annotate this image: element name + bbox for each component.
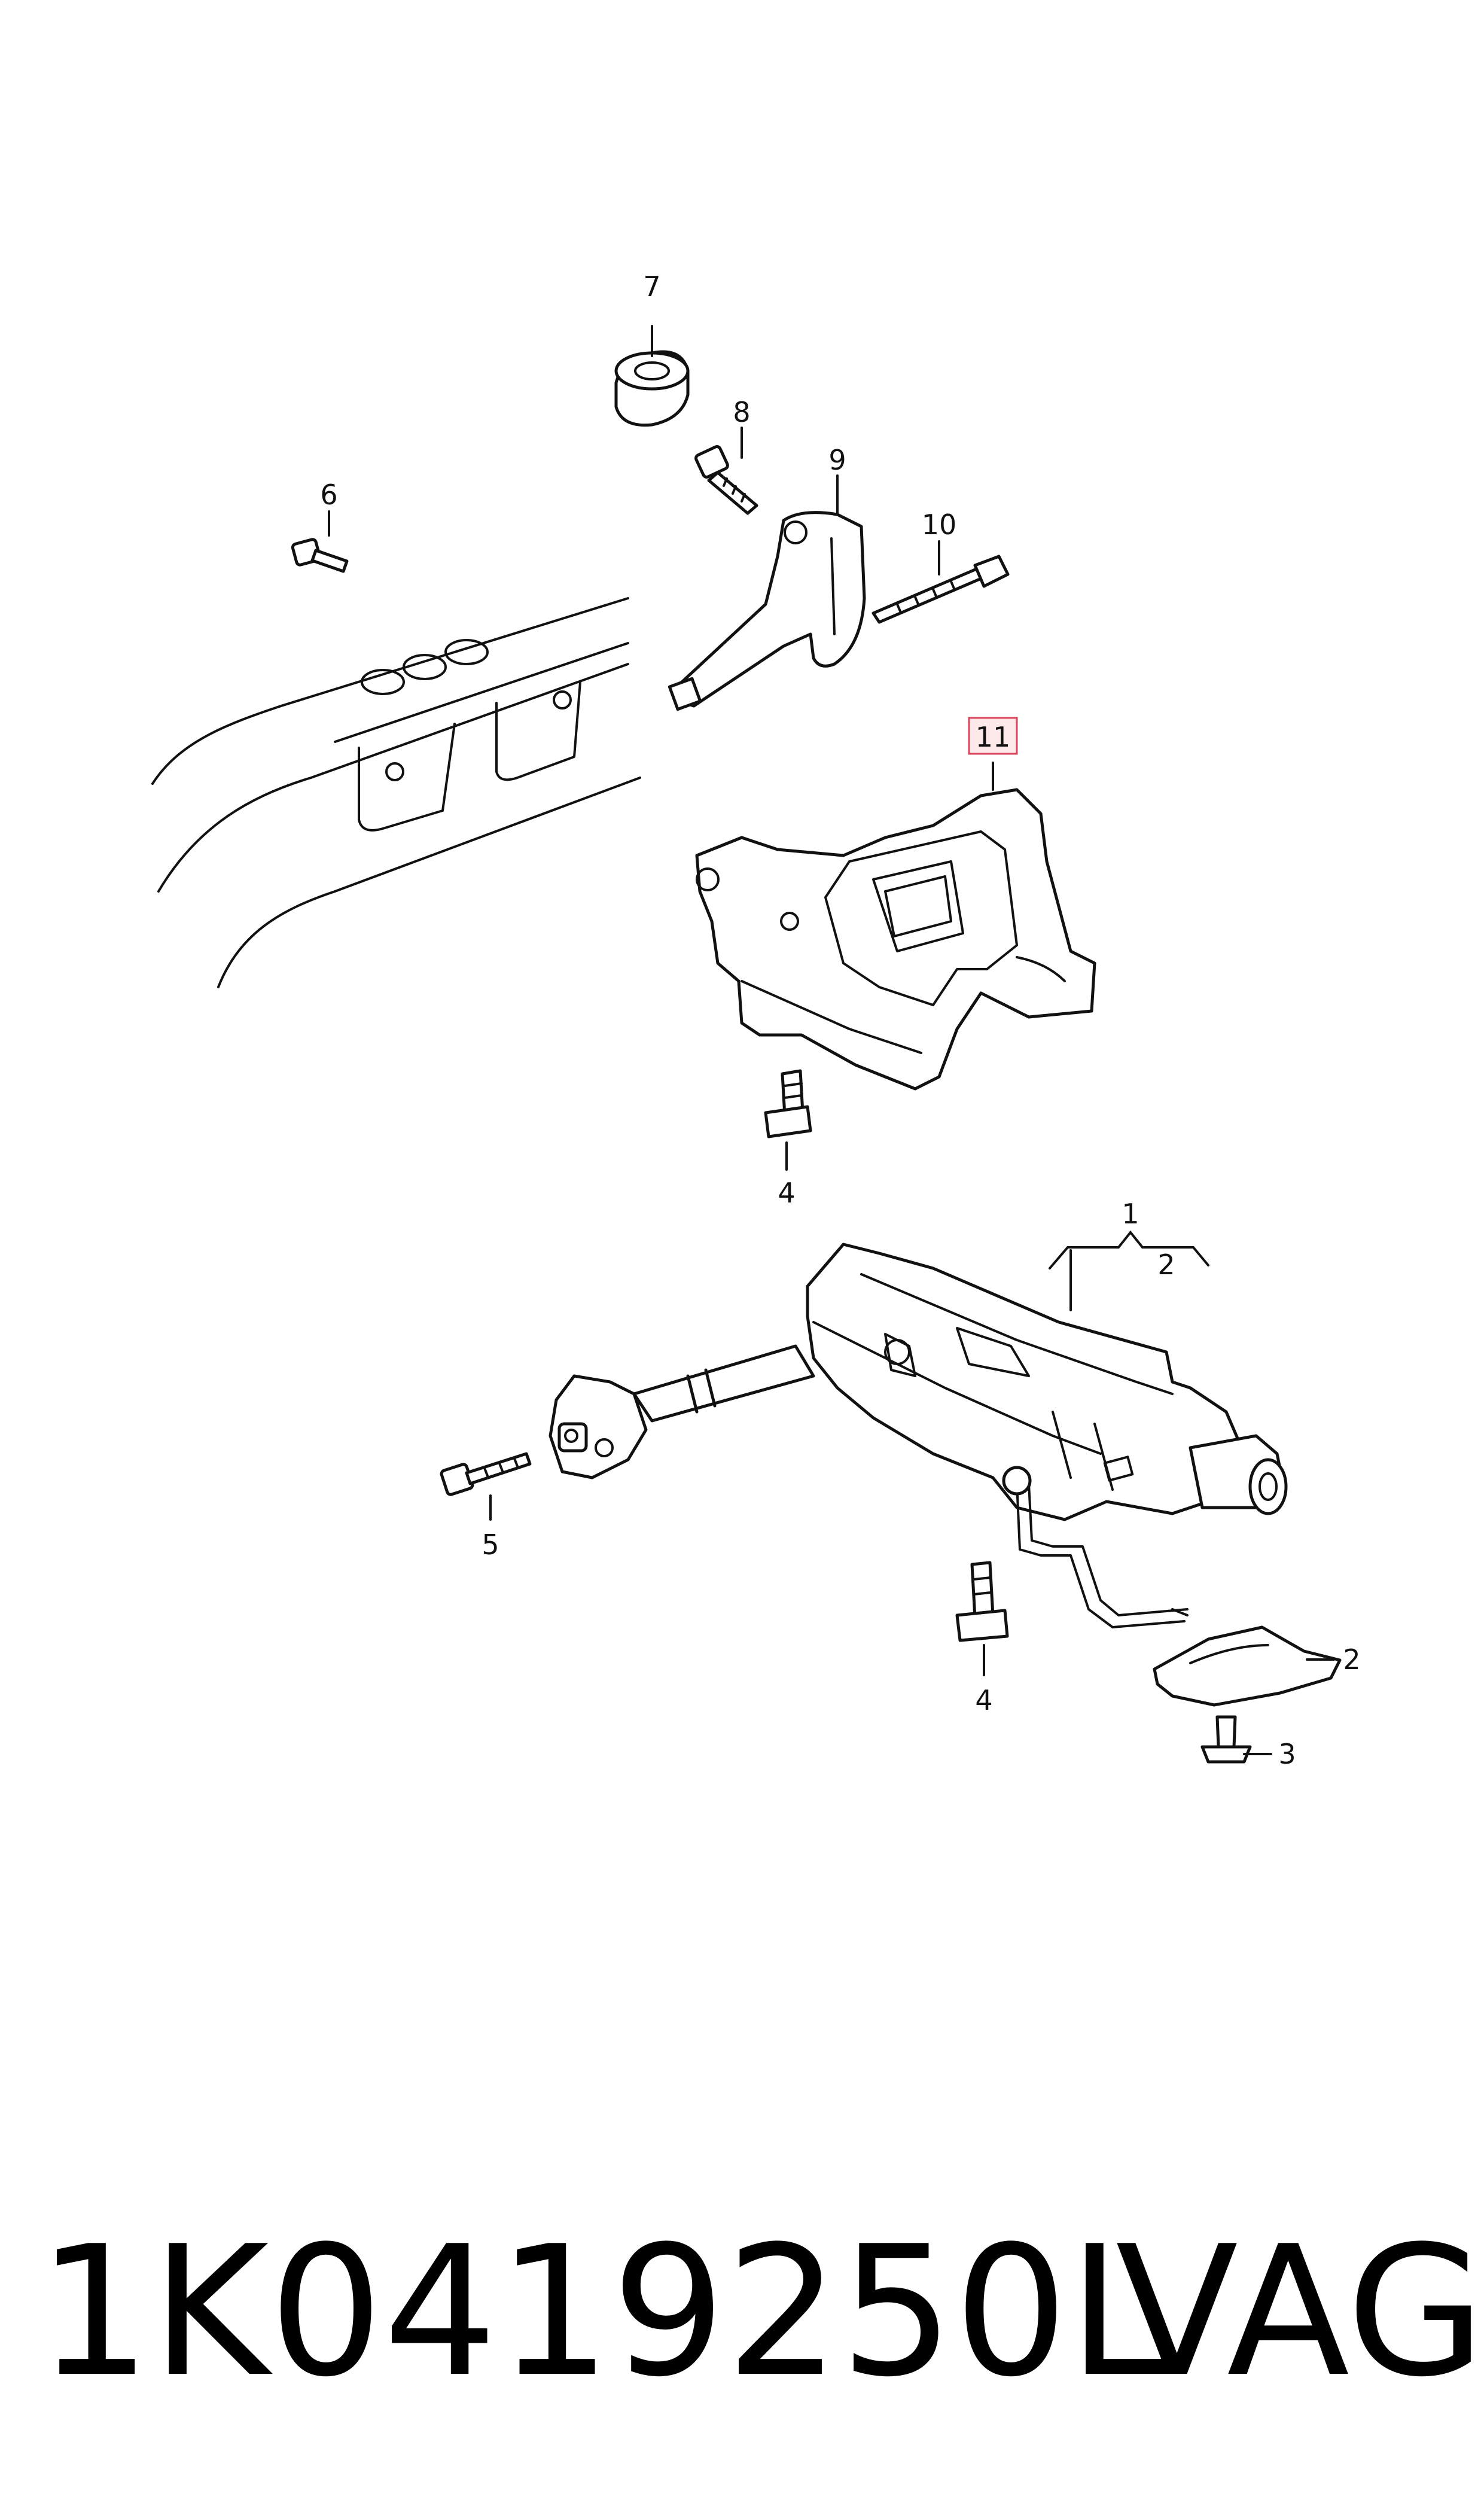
callout-2-upper: 2: [1157, 1249, 1175, 1281]
part-6-bolt: [291, 510, 349, 573]
callout-8: 8: [733, 396, 750, 428]
part-1-steering-column: [548, 1230, 1288, 1628]
callout-7: 7: [643, 270, 660, 303]
part-11-highlight-box: [968, 717, 1018, 755]
part-3-screw: [1200, 1715, 1272, 1764]
callout-5: 5: [482, 1529, 499, 1561]
part-9-bracket: [668, 474, 866, 711]
part-5-bolt: [440, 1452, 532, 1521]
part-2-trim-cover: [1153, 1625, 1342, 1707]
callout-1: 1: [1122, 1198, 1139, 1230]
part-4-lower-bolt: [955, 1561, 1009, 1676]
part-11-mounting-bracket: [695, 717, 1096, 1091]
brand-name: VAG: [1116, 2208, 1484, 2416]
part-10-long-bolt: [871, 540, 1010, 624]
part-number: 1K0419250L: [37, 2208, 1168, 2416]
callout-6: 6: [320, 479, 337, 511]
callout-4-upper: 4: [778, 1177, 795, 1209]
callout-2-lower: 2: [1343, 1643, 1360, 1676]
part-4-upper-bolt: [764, 1069, 812, 1171]
callout-11: 11: [976, 721, 1011, 753]
dashboard-cross-member: [151, 597, 641, 988]
callout-9: 9: [828, 444, 846, 476]
callout-10: 10: [922, 509, 957, 541]
callout-3: 3: [1278, 1738, 1296, 1770]
part-7-grommet: [614, 325, 690, 427]
callout-4-lower: 4: [975, 1684, 992, 1716]
part-8-bolt: [694, 427, 758, 515]
